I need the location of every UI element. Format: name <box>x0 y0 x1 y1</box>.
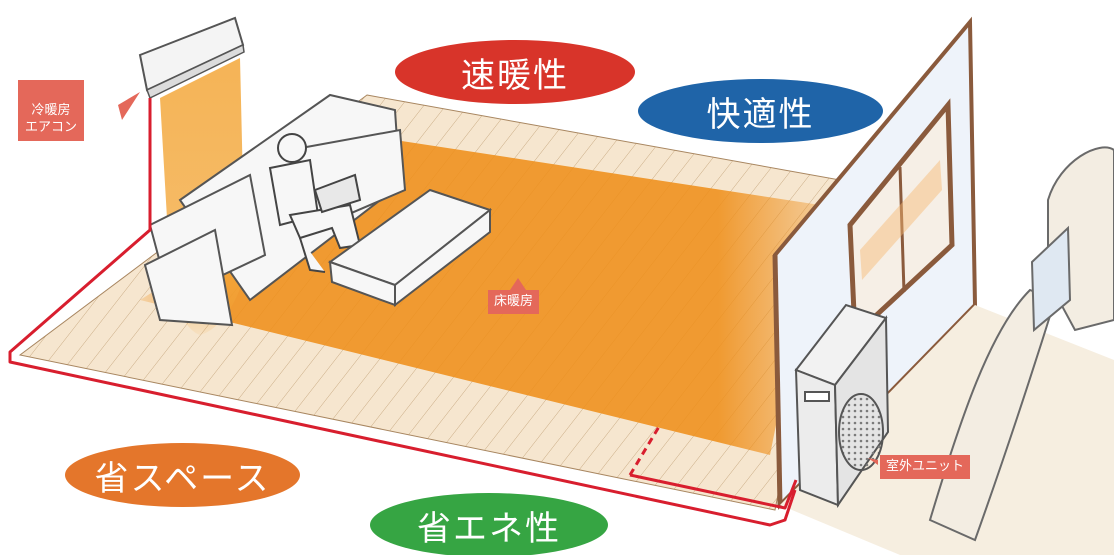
floor-heating-label: 床暖房 <box>488 290 540 314</box>
badge-space-saving: 省スペース <box>65 443 300 507</box>
person-reading <box>268 133 362 273</box>
aircon-label: 冷暖房 エアコン <box>18 80 85 141</box>
badge-comfort: 快適性 <box>638 79 883 143</box>
fence-panel <box>1030 225 1072 333</box>
refrigerant-pipe <box>8 98 798 527</box>
badge-energy-saving-text: 省エネ性 <box>417 508 561 549</box>
coffee-table <box>327 188 493 308</box>
outdoor-unit-label: 室外ユニット <box>880 455 971 479</box>
badge-comfort-text: 快適性 <box>706 94 815 135</box>
outdoor-unit <box>794 303 890 509</box>
badge-space-saving-text: 省スペース <box>94 458 271 499</box>
badge-quick-heating: 速暖性 <box>395 40 635 104</box>
badge-energy-saving: 省エネ性 <box>370 493 608 555</box>
badge-quick-heating-text: 速暖性 <box>461 55 569 96</box>
